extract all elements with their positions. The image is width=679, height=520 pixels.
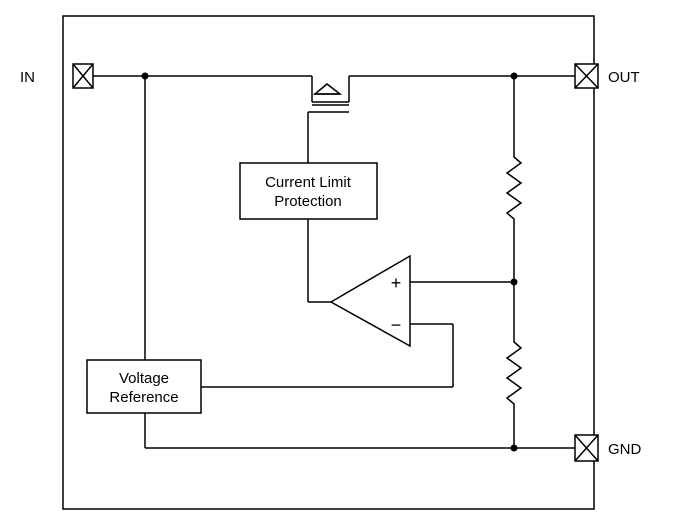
- pin-gnd: [574, 434, 599, 462]
- pin-label-in: IN: [20, 69, 35, 86]
- junction-divider: [510, 278, 518, 286]
- pass-transistor: [311, 76, 350, 106]
- pin-in: [72, 63, 94, 89]
- lower-resistor: [505, 282, 523, 448]
- current-limit-block: [239, 162, 378, 220]
- voltage-reference-label-line1: Voltage: [119, 370, 169, 387]
- amp-minus-sign: −: [391, 315, 402, 335]
- junction-in: [141, 72, 149, 80]
- error-amplifier: [329, 254, 411, 348]
- current-limit-label-line1: Current Limit: [265, 174, 352, 191]
- pin-out: [574, 63, 599, 89]
- pin-label-gnd: GND: [608, 441, 642, 458]
- junction-out: [510, 72, 518, 80]
- amp-plus-sign: +: [391, 273, 402, 293]
- current-limit-label-line2: Protection: [274, 193, 342, 210]
- voltage-reference-block: [86, 359, 202, 414]
- junction-gnd: [510, 444, 518, 452]
- voltage-reference-label-line2: Reference: [109, 389, 178, 406]
- pin-label-out: OUT: [608, 69, 640, 86]
- upper-resistor: [505, 76, 523, 282]
- package-outline: [62, 15, 595, 510]
